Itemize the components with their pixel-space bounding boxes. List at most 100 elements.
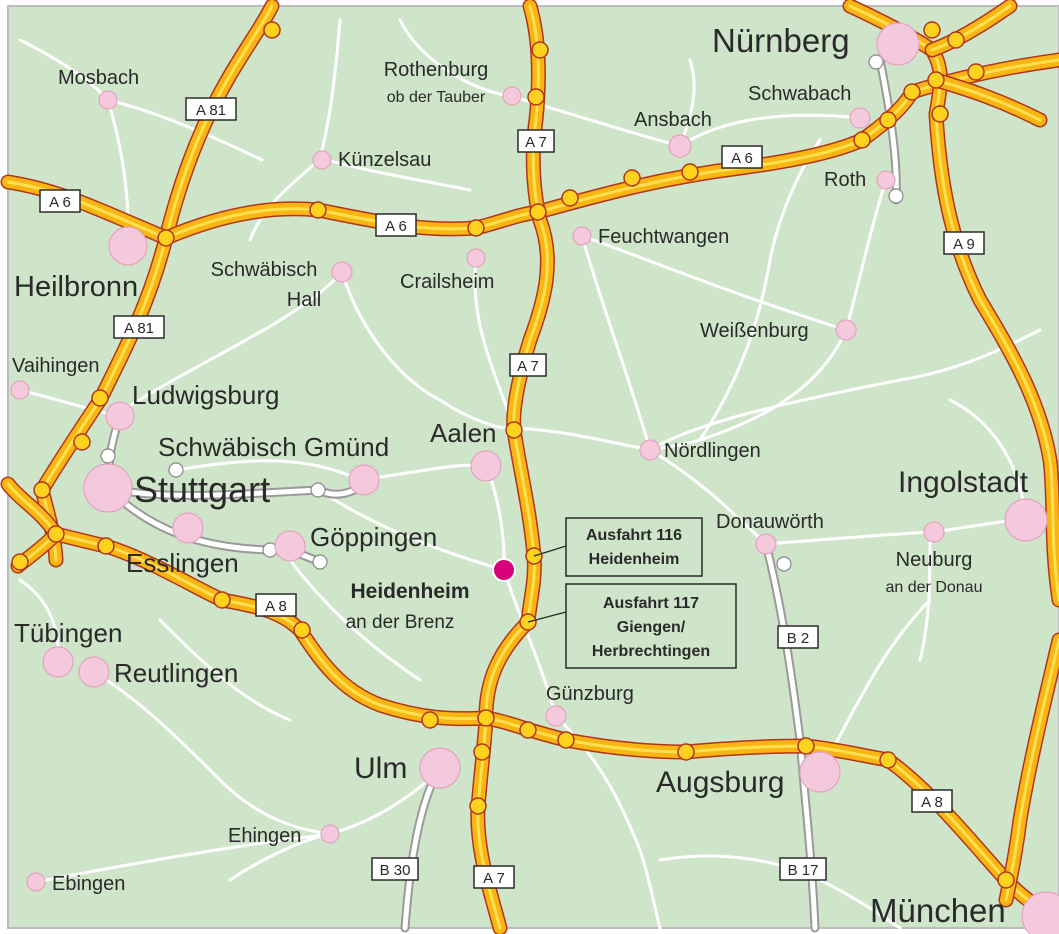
junction [903,83,921,101]
shield-a8-left: A 8 [255,593,297,617]
shield-a6-left: A 6 [39,189,81,213]
city-dot-guenzburg [545,705,567,727]
junction [931,105,949,123]
minor-road [648,328,1042,452]
junction [853,131,871,149]
junction [33,481,51,499]
label-muenchen: München [870,892,1006,929]
label-ebingen: Ebingen [52,873,125,895]
label-heidenheim: Heidenheim [350,580,469,603]
shield-a81-top: A 81 [185,97,237,121]
svg-text:A 8: A 8 [921,794,943,811]
exit116-leader [533,545,567,557]
junction [527,88,545,106]
cities [10,22,1059,934]
label-nuernberg: Nürnberg [712,22,850,59]
svg-text:A 7: A 7 [525,134,547,151]
svg-text:A 9: A 9 [953,236,975,253]
svg-text:A 7: A 7 [517,358,539,375]
b-junction [100,448,116,464]
junction [797,737,815,755]
city-dot-ehingen [320,824,340,844]
svg-text:A 8: A 8 [265,598,287,615]
city-dot-mosbach [98,90,118,110]
junction [879,751,897,769]
junction [157,229,175,247]
exit117-line2: Giengen/ [617,619,686,636]
label-weissenburg: Weißenburg [700,320,809,342]
exit117-line3: Herbrechtingen [592,643,710,660]
junction [469,797,487,815]
minor-road [580,234,848,332]
minor-road [92,670,332,836]
b-junction [312,554,328,570]
junction [477,709,495,727]
motorway-junctions [11,21,1015,889]
junction [97,537,115,555]
label-ludwigsburg: Ludwigsburg [132,380,279,410]
label-schwaebisch-hall-sub: Hall [287,289,321,311]
shield-b30: B 30 [371,857,419,881]
minor-road [648,178,888,452]
city-dot-ansbach [668,134,692,158]
city-dot-noerdlingen [639,439,661,461]
city-dot-tuebingen [42,646,74,678]
city-dot-augsburg [799,751,841,793]
city-dot-ingolstadt [1004,498,1048,542]
city-dot-ludwigsburg [105,401,135,431]
road-shields: A 81 A 7 A 6 A 6 A 6 A 9 A 81 A 7 A 8 B … [39,97,985,889]
exit116-line1: Ausfahrt 116 [586,527,682,544]
label-donauwoerth: Donauwörth [716,511,824,533]
junction [213,591,231,609]
city-dot-ebingen [26,872,46,892]
city-dot-reutlingen [78,656,110,688]
label-neuburg-sub: an der Donau [886,579,983,596]
junction [467,219,485,237]
b-junction [868,54,884,70]
junction [11,553,29,571]
label-heilbronn: Heilbronn [14,271,138,303]
city-dot-rothenburg [502,86,522,106]
svg-text:B 17: B 17 [788,862,819,879]
label-roth: Roth [824,169,866,191]
motorway-a73 [928,72,1048,128]
city-dot-muenchen [1021,891,1059,934]
exit116-line2: Heidenheim [589,551,680,568]
label-tuebingen: Tübingen [14,618,122,648]
junction [561,189,579,207]
label-noerdlingen: Nördlingen [664,440,761,462]
minor-road [118,270,344,414]
city-dot-kuenzelsau [312,150,332,170]
svg-text:A 81: A 81 [196,102,226,119]
shield-b17: B 17 [779,857,827,881]
city-dot-vaihingen [10,380,30,400]
label-crailsheim: Crailsheim [400,271,494,293]
minor-road [398,18,512,98]
city-dot-ulm [419,747,461,789]
junction [923,21,941,39]
svg-text:A 81: A 81 [124,320,154,337]
shield-a7-mid: A 7 [509,353,547,377]
city-dot-crailsheim [466,248,486,268]
junction [927,71,945,89]
label-kuenzelsau: Künzelsau [338,149,431,171]
city-dot-stuttgart [83,463,133,513]
city-dot-schwaebisch-hall [331,261,353,283]
junction [879,111,897,129]
label-augsburg: Augsburg [656,766,784,799]
federal-road-junctions [100,54,904,572]
label-rothenburg-sub: ob der Tauber [387,89,486,106]
motorway-a3-ne [924,0,1018,58]
label-aalen: Aalen [430,418,497,448]
label-neuburg: Neuburg [896,549,973,571]
label-guenzburg: Günzburg [546,683,634,705]
label-vaihingen: Vaihingen [12,355,99,377]
shield-a6-mid: A 6 [375,213,417,237]
minor-road [318,156,472,192]
city-dot-weissenburg [835,319,857,341]
exit-callouts: Ausfahrt 116 Heidenheim Ausfahrt 117 Gie… [527,517,737,669]
label-schwaebisch-gmuend: Schwäbisch Gmünd [158,432,389,462]
b-junction [776,556,792,572]
b-junction [888,188,904,204]
